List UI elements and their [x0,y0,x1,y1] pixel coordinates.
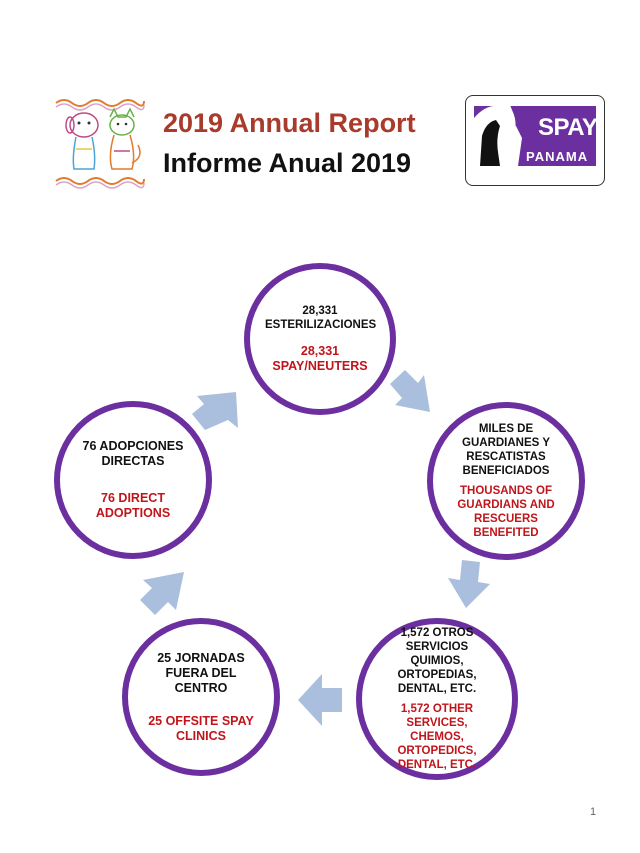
circle-text-spanish: MILES DE GUARDIANES Y RESCATISTAS BENEFI… [462,423,550,477]
cycle-circle-other-services: 1,572 OTROS SERVICIOS QUIMIOS, ORTOPEDIA… [356,618,518,780]
logo-brand-panama: PANAMA [526,149,589,164]
spay-panama-logo: SPAY PANAMA [465,95,605,186]
cycle-circle-offsite-clinics: 25 JORNADAS FUERA DEL CENTRO 25 OFFSITE … [122,618,280,776]
cycle-circle-spay-neuters: 28,331 ESTERILIZACIONES 28,331 SPAY/NEUT… [244,263,396,415]
arrow-up [140,572,184,615]
arrow-right-down-1 [390,370,430,412]
arrow-down-right [448,560,490,608]
circle-text-spanish: 1,572 OTROS SERVICIOS QUIMIOS, ORTOPEDIA… [397,627,477,695]
page-number: 1 [590,806,597,818]
cat-dog-drawing-icon [55,99,145,189]
circle-text-english: 1,572 OTHER SERVICES, CHEMOS, ORTOPEDICS… [397,703,477,771]
report-title-spanish: Informe Anual 2019 [163,148,412,178]
arrow-up-right [192,392,238,430]
circle-text-english: 28,331 SPAY/NEUTERS [272,344,368,373]
circle-text-english: THOUSANDS OF GUARDIANS AND RESCUERS BENE… [457,485,555,539]
circle-text-spanish: 76 ADOPCIONES DIRECTAS [82,439,184,468]
dog-cat-silhouette-icon [474,100,596,166]
arrow-left [298,674,342,726]
cycle-circle-adoptions: 76 ADOPCIONES DIRECTAS 76 DIRECT ADOPTIO… [54,401,212,559]
circle-text-english: 76 DIRECT ADOPTIONS [95,491,171,520]
logo-brand-spay: SPAY [538,114,598,141]
report-title-english: 2019 Annual Report [163,108,416,138]
circle-text-english: 25 OFFSITE SPAY CLINICS [148,713,254,743]
circle-text-spanish: 25 JORNADAS FUERA DEL CENTRO [157,650,245,695]
cat-dog-logo [52,95,148,191]
circle-text-spanish: 28,331 ESTERILIZACIONES [265,305,377,331]
cycle-circle-guardians: MILES DE GUARDIANES Y RESCATISTAS BENEFI… [427,402,585,560]
